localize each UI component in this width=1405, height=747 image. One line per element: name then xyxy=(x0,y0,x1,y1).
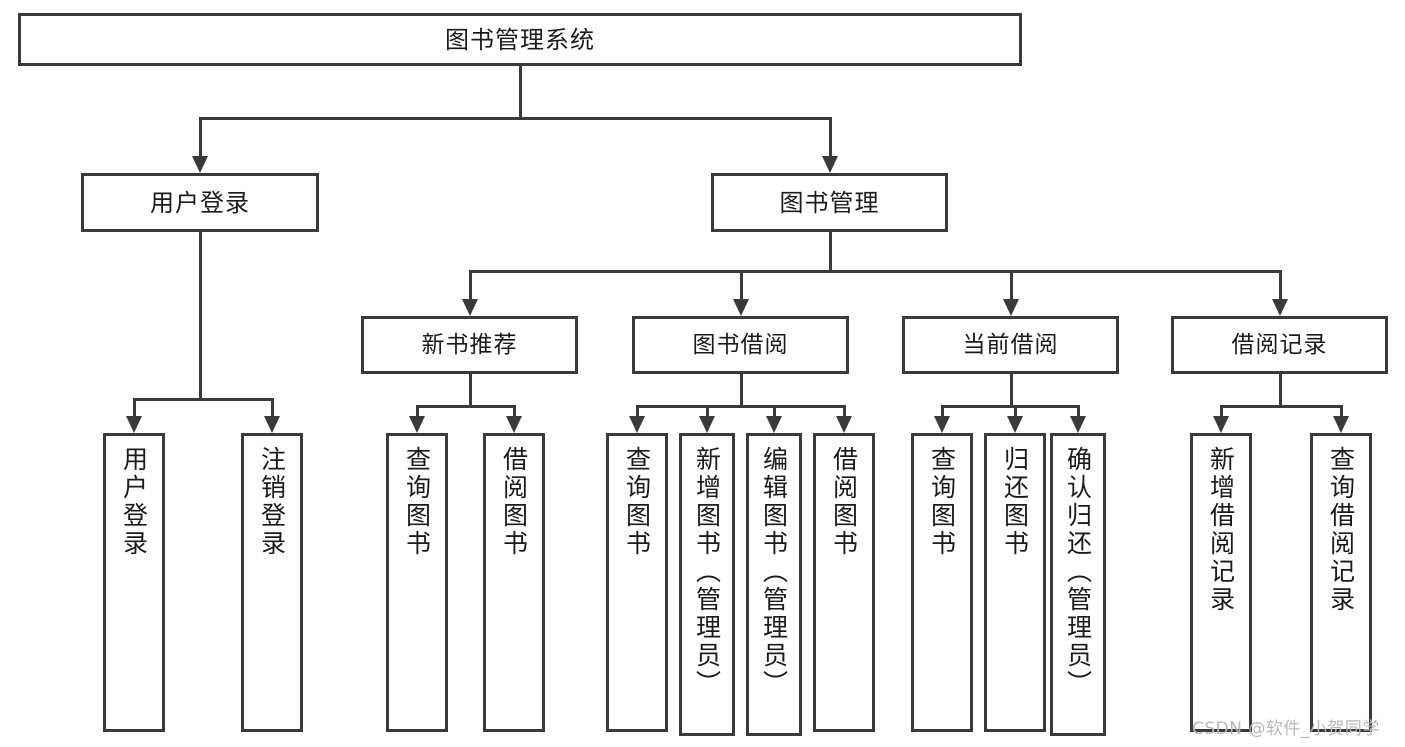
connector-horizontal xyxy=(417,405,514,408)
connector-vertical xyxy=(519,66,522,117)
leaf-node-label: 查询借阅记录 xyxy=(1326,446,1356,614)
connector-vertical xyxy=(199,232,202,398)
connector-vertical xyxy=(513,405,516,416)
arrowhead-icon xyxy=(264,416,280,433)
arrowhead-icon xyxy=(461,299,478,316)
node-book-borrow-label: 图书借阅 xyxy=(692,331,789,358)
leaf-node-label: 编辑图书（管理员） xyxy=(759,446,789,698)
node-book-management-label: 图书管理 xyxy=(779,188,880,217)
leaf-node-label: 注销登录 xyxy=(257,446,287,558)
leaf-node-label: 借阅图书 xyxy=(829,446,859,558)
leaf-node[interactable]: 新增借阅记录 xyxy=(1190,433,1252,732)
leaf-node-label: 确认归还（管理员） xyxy=(1063,446,1093,698)
connector-vertical xyxy=(739,270,743,299)
leaf-node-label: 查询图书 xyxy=(622,446,652,558)
arrowhead-icon xyxy=(126,416,142,433)
connector-vertical xyxy=(843,405,846,416)
leaf-node[interactable]: 用户登录 xyxy=(103,433,165,732)
connector-horizontal xyxy=(200,117,830,120)
node-book-management[interactable]: 图书管理 xyxy=(711,173,948,232)
leaf-node-label: 新增借阅记录 xyxy=(1206,446,1236,614)
leaf-node-label: 归还图书 xyxy=(1000,446,1030,558)
connector-vertical xyxy=(706,405,709,416)
connector-vertical xyxy=(133,398,136,416)
node-user-login-label: 用户登录 xyxy=(150,188,250,217)
arrowhead-icon xyxy=(732,299,749,316)
connector-vertical xyxy=(828,117,832,156)
node-borrow-record[interactable]: 借阅记录 xyxy=(1171,316,1388,374)
arrowhead-icon xyxy=(1002,299,1019,316)
arrowhead-icon xyxy=(934,416,950,433)
arrowhead-icon xyxy=(836,416,852,433)
leaf-node[interactable]: 新增图书（管理员） xyxy=(679,433,735,736)
arrowhead-icon xyxy=(1333,416,1349,433)
connector-vertical xyxy=(1077,405,1080,416)
arrowhead-icon xyxy=(409,416,425,433)
arrowhead-icon xyxy=(506,416,522,433)
leaf-node[interactable]: 借阅图书 xyxy=(483,433,545,732)
arrowhead-icon xyxy=(1271,299,1288,316)
connector-vertical xyxy=(636,405,639,416)
leaf-node-label: 新增图书（管理员） xyxy=(692,446,722,698)
arrowhead-icon xyxy=(192,156,208,173)
node-user-login[interactable]: 用户登录 xyxy=(81,173,319,232)
leaf-node[interactable]: 查询图书 xyxy=(386,433,448,732)
node-root-label: 图书管理系统 xyxy=(445,25,595,54)
connector-vertical xyxy=(199,117,202,156)
arrowhead-icon xyxy=(766,416,782,433)
node-current-borrow[interactable]: 当前借阅 xyxy=(902,316,1119,374)
leaf-node[interactable]: 借阅图书 xyxy=(813,433,875,732)
connector-vertical xyxy=(828,232,832,270)
node-new-book-recommend-label: 新书推荐 xyxy=(421,331,518,358)
leaf-node[interactable]: 归还图书 xyxy=(984,433,1046,732)
connector-horizontal xyxy=(134,398,272,401)
connector-vertical xyxy=(468,270,472,299)
leaf-node-label: 借阅图书 xyxy=(499,446,529,558)
connector-vertical xyxy=(1009,374,1013,405)
leaf-node[interactable]: 查询借阅记录 xyxy=(1310,433,1372,732)
connector-vertical xyxy=(416,405,419,416)
connector-vertical xyxy=(1278,270,1282,299)
connector-horizontal xyxy=(637,405,844,408)
leaf-node-label: 查询图书 xyxy=(402,446,432,558)
connector-vertical xyxy=(941,405,944,416)
connector-vertical xyxy=(739,374,743,405)
connector-horizontal xyxy=(469,270,1280,273)
node-borrow-record-label: 借阅记录 xyxy=(1231,331,1328,358)
node-book-borrow[interactable]: 图书借阅 xyxy=(632,316,849,374)
connector-vertical xyxy=(1220,405,1223,416)
leaf-node[interactable]: 注销登录 xyxy=(241,433,303,732)
connector-vertical xyxy=(1014,405,1017,416)
leaf-node[interactable]: 查询图书 xyxy=(911,433,973,732)
leaf-node-label: 用户登录 xyxy=(119,446,149,558)
arrowhead-icon xyxy=(629,416,645,433)
arrowhead-icon xyxy=(1007,416,1023,433)
connector-horizontal xyxy=(1221,405,1341,408)
leaf-node[interactable]: 查询图书 xyxy=(606,433,668,732)
leaf-node[interactable]: 编辑图书（管理员） xyxy=(746,433,802,736)
connector-vertical xyxy=(271,398,274,416)
node-new-book-recommend[interactable]: 新书推荐 xyxy=(361,316,578,374)
leaf-node[interactable]: 确认归还（管理员） xyxy=(1050,433,1106,736)
node-root[interactable]: 图书管理系统 xyxy=(18,13,1022,66)
connector-vertical xyxy=(1340,405,1343,416)
leaf-node-label: 查询图书 xyxy=(927,446,957,558)
arrowhead-icon xyxy=(1213,416,1229,433)
watermark: CSDN @软件_小贺同学 xyxy=(1192,719,1380,739)
arrowhead-icon xyxy=(821,156,838,173)
connector-vertical xyxy=(1278,374,1282,405)
node-current-borrow-label: 当前借阅 xyxy=(962,331,1059,358)
connector-vertical xyxy=(1009,270,1013,299)
connector-vertical xyxy=(468,374,472,405)
connector-vertical xyxy=(773,405,776,416)
arrowhead-icon xyxy=(1070,416,1086,433)
arrowhead-icon xyxy=(699,416,715,433)
connector-horizontal xyxy=(942,405,1078,408)
